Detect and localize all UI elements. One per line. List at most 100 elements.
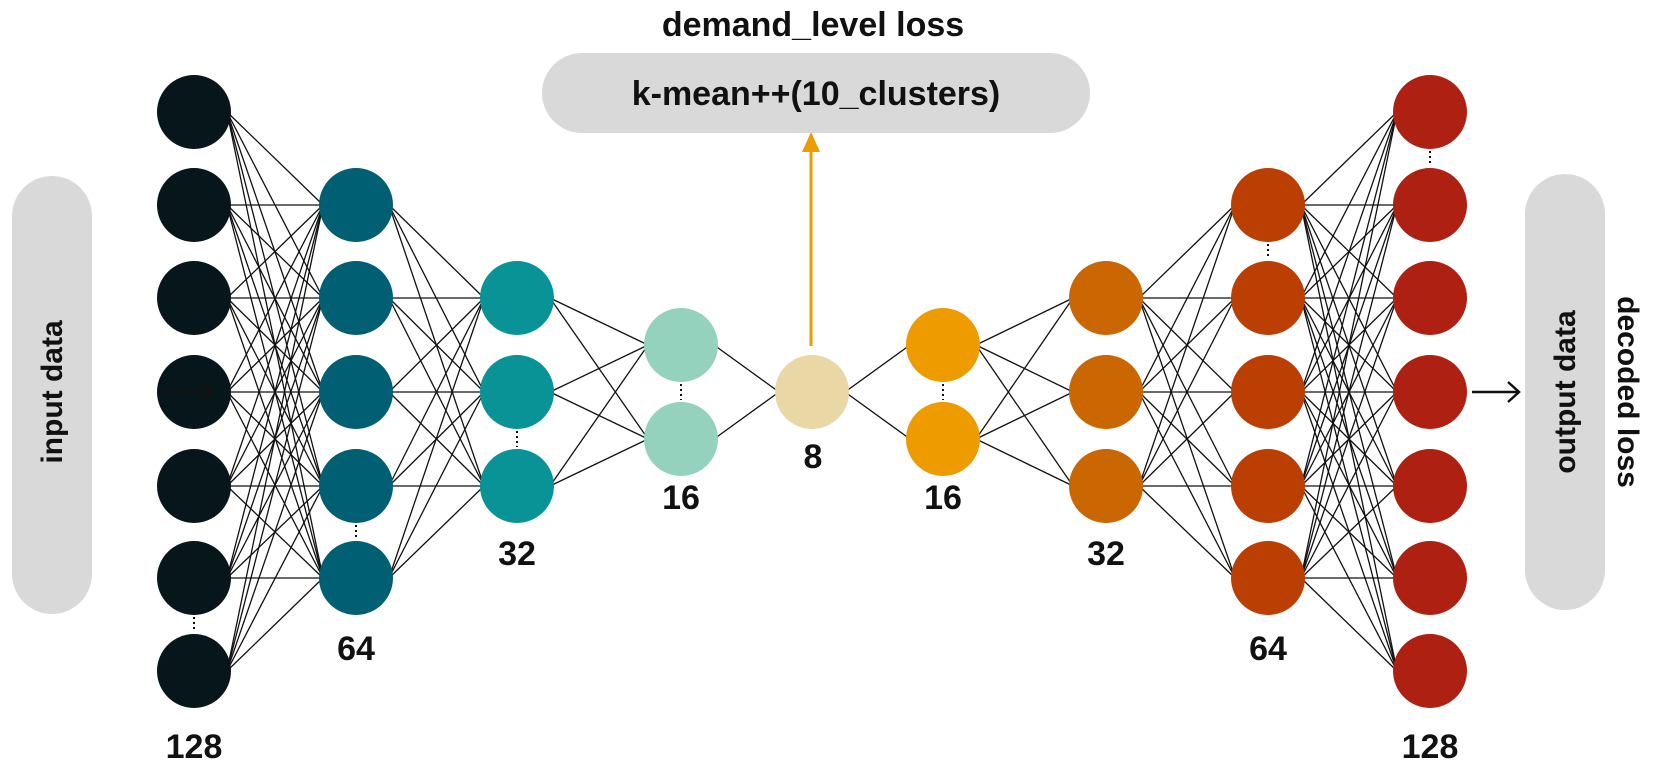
output-data-label: output data — [1549, 310, 1582, 474]
connection-edge — [226, 204, 324, 672]
dec64-neuron — [1231, 168, 1305, 242]
connection-edge — [713, 391, 780, 440]
connection-edge — [1138, 204, 1236, 487]
enc16-neuron — [644, 402, 718, 476]
connection-edge — [388, 204, 485, 299]
output-neuron — [1393, 355, 1467, 429]
connection-edge — [226, 391, 324, 672]
output-neuron — [1393, 75, 1467, 149]
input-neuron — [157, 75, 231, 149]
connections — [226, 111, 1398, 672]
connection-edge — [975, 297, 1074, 346]
connection-edge — [226, 204, 324, 393]
dec32-neuron — [1069, 355, 1143, 429]
input-neuron — [157, 634, 231, 708]
output-neuron — [1393, 449, 1467, 523]
layer-label-decoder-16: 16 — [924, 479, 962, 517]
connection-edge — [1300, 111, 1398, 393]
connection-edge — [1138, 204, 1236, 299]
connection-edge — [1138, 391, 1236, 487]
connection-edge — [549, 297, 649, 346]
connection-edge — [1300, 577, 1398, 672]
enc16-neuron — [644, 308, 718, 382]
demand-level-loss-title: demand_level loss — [662, 6, 964, 44]
dec64-neuron — [1231, 261, 1305, 335]
connection-edge — [549, 438, 649, 487]
decoded-loss-label: decoded loss — [1611, 296, 1644, 488]
enc32-neuron — [480, 449, 554, 523]
connection-edge — [1300, 297, 1398, 579]
dec64-neuron — [1231, 541, 1305, 615]
connection-edge — [549, 344, 649, 393]
connection-edge — [388, 297, 485, 579]
output-neuron — [1393, 261, 1467, 335]
output-neuron — [1393, 168, 1467, 242]
dec16-neuron — [906, 308, 980, 382]
dec64-neuron — [1231, 355, 1305, 429]
connection-edge — [226, 297, 324, 672]
connection-edge — [226, 204, 324, 299]
connection-edge — [1300, 204, 1398, 579]
output-data-pill — [1525, 174, 1605, 610]
ellipsis-dots — [193, 151, 1431, 632]
connection-edge — [1300, 111, 1398, 487]
input-neuron — [157, 168, 231, 242]
enc64-neuron — [319, 168, 393, 242]
connection-edge — [1300, 391, 1398, 579]
cluster-box-label: k-mean++(10_clusters) — [632, 75, 1001, 113]
latent-neuron — [775, 355, 849, 429]
connection-edge — [388, 297, 485, 393]
connection-edge — [226, 204, 324, 579]
output-neuron — [1393, 634, 1467, 708]
input-data-label: input data — [36, 320, 69, 464]
connection-edge — [226, 485, 324, 672]
connection-edge — [713, 344, 780, 393]
enc32-neuron — [480, 261, 554, 335]
input-neuron — [157, 261, 231, 335]
layer-label-encoder-16: 16 — [662, 479, 700, 517]
layer-label-latent-8: 8 — [804, 438, 823, 476]
connection-edge — [1300, 111, 1398, 206]
connection-edge — [1138, 297, 1236, 579]
connection-edge — [226, 111, 324, 206]
layer-label-encoder-64: 64 — [337, 630, 375, 668]
connection-edge — [1138, 485, 1236, 579]
connection-edge — [1138, 391, 1236, 579]
output-neuron — [1393, 541, 1467, 615]
connection-edge — [1138, 297, 1236, 487]
layer-label-input-128: 128 — [166, 728, 223, 766]
dec64-neuron — [1231, 449, 1305, 523]
input-neuron — [157, 449, 231, 523]
enc32-neuron — [480, 355, 554, 429]
connection-edge — [1300, 111, 1398, 299]
connection-edge — [226, 204, 324, 487]
dec16-neuron — [906, 402, 980, 476]
connection-edge — [388, 297, 485, 487]
connection-edge — [226, 577, 324, 672]
cluster-box — [542, 53, 1090, 133]
layer-label-decoder-64: 64 — [1249, 630, 1287, 668]
connection-edge — [1300, 111, 1398, 579]
connection-edge — [975, 391, 1074, 440]
input-arrow-icon — [166, 381, 215, 403]
connection-edge — [975, 297, 1074, 440]
dec32-neuron — [1069, 261, 1143, 335]
enc64-neuron — [319, 541, 393, 615]
input-neuron — [157, 541, 231, 615]
connection-edge — [388, 485, 485, 579]
output-arrow-icon — [1472, 381, 1521, 403]
input-data-pill — [12, 176, 92, 614]
layer-label-encoder-32: 32 — [498, 535, 536, 573]
neurons — [157, 75, 1467, 708]
connection-edge — [844, 344, 911, 393]
latent-to-cluster-arrow-head — [802, 132, 820, 152]
enc64-neuron — [319, 355, 393, 429]
connection-edge — [844, 391, 911, 440]
layer-label-output-128: 128 — [1402, 728, 1459, 766]
enc64-neuron — [319, 449, 393, 523]
connection-edge — [975, 438, 1074, 487]
enc64-neuron — [319, 261, 393, 335]
connection-edge — [1138, 204, 1236, 393]
layer-label-decoder-32: 32 — [1087, 535, 1125, 573]
